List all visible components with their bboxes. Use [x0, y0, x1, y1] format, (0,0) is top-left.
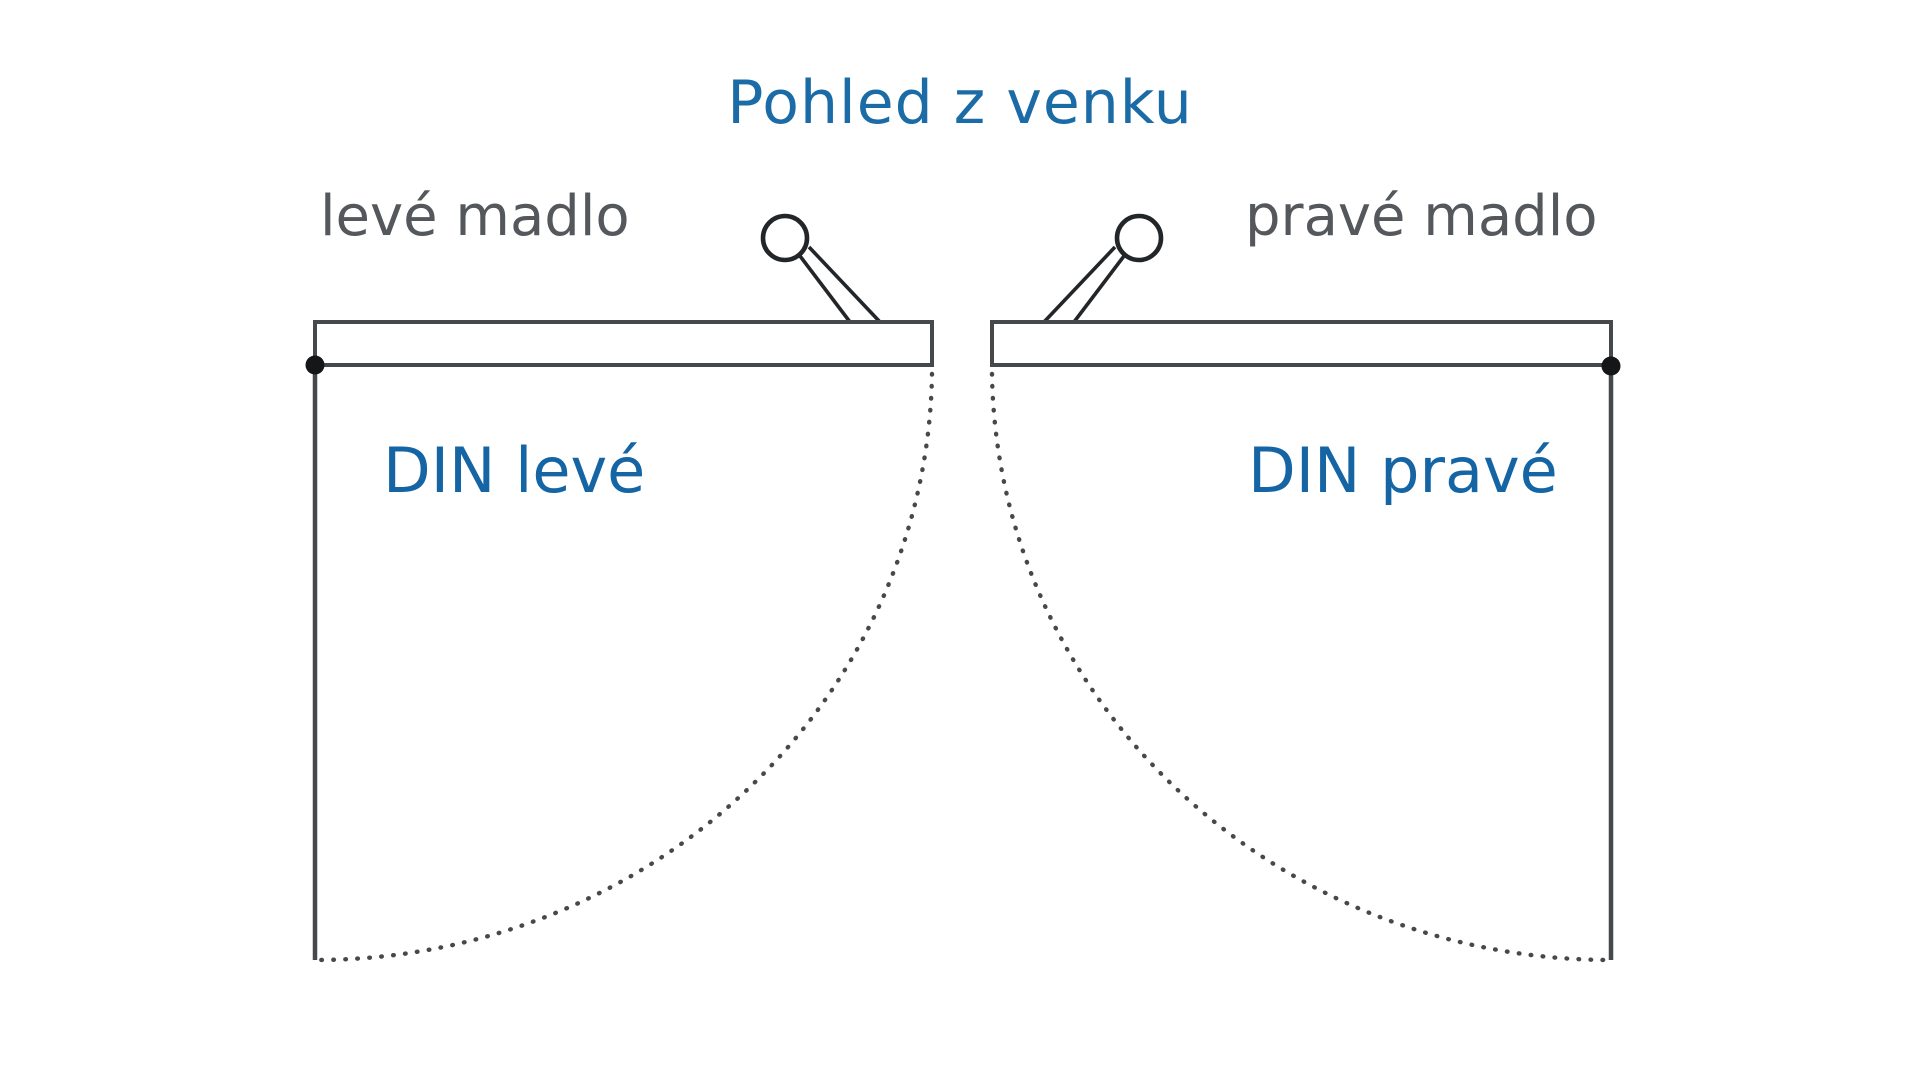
right-hinge-point: [1601, 356, 1621, 376]
left-hinge-point: [305, 355, 325, 375]
left-handle-stem: [798, 254, 852, 324]
left-handle-stem: [807, 245, 882, 324]
right-handle-stem: [1072, 254, 1126, 324]
din-left-label: DIN levé: [383, 434, 646, 507]
right-handle-stem: [1042, 245, 1117, 324]
left-handle-knob-icon: [760, 213, 810, 263]
left-door-leaf: [313, 320, 934, 367]
right-door-swing-arc: [989, 371, 1614, 963]
right-handle-knob-icon: [1114, 213, 1164, 263]
left-door-group: [305, 213, 935, 963]
right-door-group: [989, 213, 1621, 963]
left-handle-label: levé madlo: [320, 184, 630, 249]
left-door-swing-arc: [312, 371, 935, 963]
right-handle-label: pravé madlo: [1245, 184, 1598, 249]
din-right-label: DIN pravé: [1248, 434, 1558, 507]
right-door-leaf: [990, 320, 1613, 367]
diagram-title: Pohled z venku: [727, 68, 1193, 138]
